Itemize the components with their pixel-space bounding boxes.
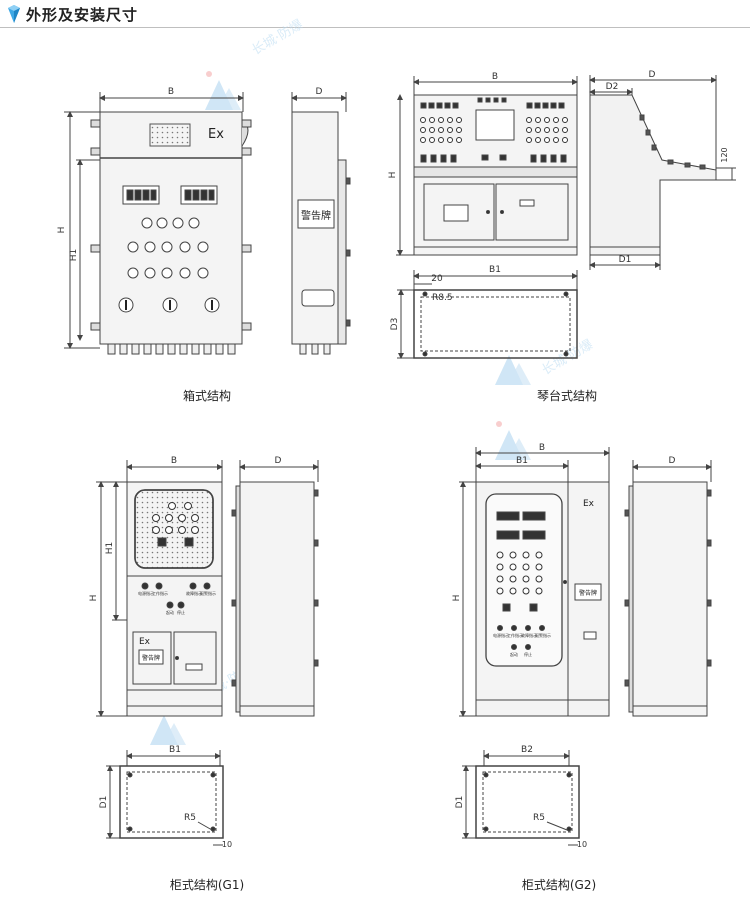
dim-label: 20 xyxy=(431,274,443,284)
dim-label: D2 xyxy=(606,82,619,92)
dim-label: B1 xyxy=(516,456,528,466)
ex-mark: Ex xyxy=(583,499,595,509)
dim-label: H xyxy=(388,172,398,179)
box-structure: B H H1 Ex xyxy=(57,87,351,403)
g1-window xyxy=(134,489,214,569)
lamp-label: 报警指示 xyxy=(535,632,551,638)
warning-plate: 警告牌 xyxy=(142,654,160,662)
dim-label: B xyxy=(168,87,174,97)
dim-label: H xyxy=(57,227,67,234)
caption-g2: 柜式结构(G2) xyxy=(522,877,596,892)
dim-label: D xyxy=(669,456,676,466)
ex-mark: Ex xyxy=(208,127,224,142)
dim-label: B2 xyxy=(521,745,533,755)
dim-label: D3 xyxy=(390,318,400,331)
dim-label: R8.5 xyxy=(432,293,453,303)
button-label: 起动 xyxy=(166,609,174,615)
cabinet-g2-structure: B B1 H 电源指示 工作指示 故障指示 报警指示 起动 xyxy=(452,443,712,892)
dim-label: H xyxy=(452,595,462,602)
dim-label: D1 xyxy=(99,796,109,809)
cabinet-g1-structure: B H H1 电源指示 工作指示 故障指示 报警指示 起动 停止 Ex xyxy=(89,456,319,892)
dim-label: 120 xyxy=(720,147,729,162)
lamp-label: 故障指示 xyxy=(521,632,537,638)
button-label: 停止 xyxy=(524,651,532,657)
caption-g1: 柜式结构(G1) xyxy=(170,877,244,892)
dim-label: H1 xyxy=(105,542,115,555)
header-divider xyxy=(0,27,750,28)
watermark-text: 长城·防爆 xyxy=(249,17,306,59)
caption-box: 箱式结构 xyxy=(183,388,231,403)
warning-plate: 警告牌 xyxy=(301,209,331,222)
dim-label: D1 xyxy=(619,255,632,265)
dim-label: D xyxy=(275,456,282,466)
g1-base-frame xyxy=(119,765,224,839)
lamp-label: 电源指示 xyxy=(138,590,154,596)
console-structure: B H xyxy=(388,70,736,403)
ex-mark: Ex xyxy=(139,637,151,647)
dim-label: R5 xyxy=(533,813,545,823)
dim-label: B1 xyxy=(489,265,501,275)
box-main-compartment xyxy=(99,157,243,345)
caption-console: 琴台式结构 xyxy=(537,388,597,403)
dim-label: D xyxy=(316,87,323,97)
dim-label: D xyxy=(649,70,656,80)
g2-base-frame xyxy=(475,765,580,839)
button-label: 起动 xyxy=(510,651,518,657)
warning-plate: 警告牌 xyxy=(579,589,597,597)
dim-label: H xyxy=(89,595,99,602)
dim-label: B xyxy=(492,72,498,82)
console-base-frame xyxy=(413,289,578,359)
button-label: 停止 xyxy=(177,609,185,615)
dim-label: D1 xyxy=(455,796,465,809)
lamp-label: 工作指示 xyxy=(152,590,168,596)
vent-window xyxy=(149,123,191,147)
lamp-label: 工作指示 xyxy=(507,632,523,638)
section-header: 外形及安装尺寸 xyxy=(0,0,750,30)
dim-label: 10 xyxy=(577,840,587,849)
dim-label: R5 xyxy=(184,813,196,823)
lamp-label: 报警指示 xyxy=(200,590,216,596)
dim-label: H1 xyxy=(69,249,79,262)
lamp-label: 电源指示 xyxy=(493,632,509,638)
g2-side-view xyxy=(632,481,708,717)
console-side-view xyxy=(589,94,717,256)
dim-label: B xyxy=(539,443,545,453)
lamp-label: 故障指示 xyxy=(186,590,202,596)
dim-label: B1 xyxy=(169,745,181,755)
dim-label: 10 xyxy=(222,840,232,849)
dim-label: B xyxy=(171,456,177,466)
diamond-icon xyxy=(8,5,20,23)
section-title: 外形及安装尺寸 xyxy=(26,6,139,24)
g1-side-view xyxy=(239,481,315,717)
